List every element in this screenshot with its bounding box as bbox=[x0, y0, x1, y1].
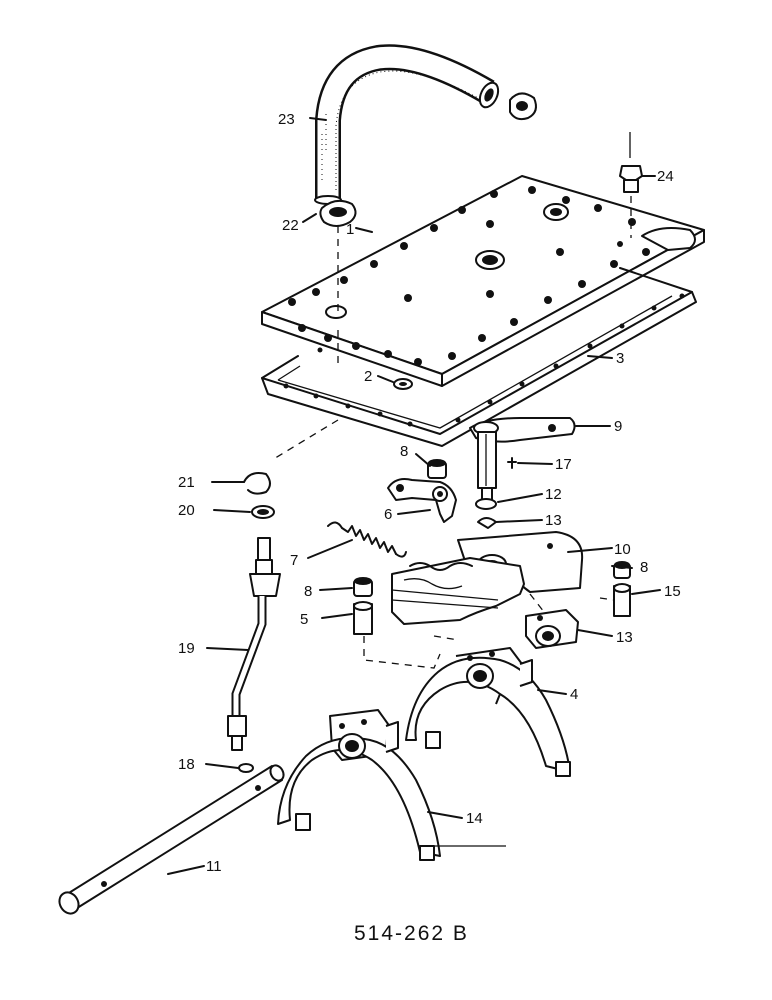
callout-8-left: 8 bbox=[304, 583, 312, 600]
washer-20 bbox=[251, 505, 275, 519]
clip-12 bbox=[477, 517, 497, 529]
sleeve-8-left bbox=[353, 577, 373, 597]
grommet bbox=[319, 199, 357, 227]
callout-22: 22 bbox=[282, 217, 299, 234]
callout-23: 23 bbox=[278, 111, 295, 128]
callout-17: 17 bbox=[555, 456, 572, 473]
leader-lines bbox=[167, 117, 661, 875]
callout-8-right: 8 bbox=[640, 559, 648, 576]
callout-14: 15 bbox=[664, 583, 681, 600]
breather-fitting bbox=[619, 132, 643, 238]
callout-18: 18 bbox=[178, 756, 195, 773]
shift-fork-13 bbox=[277, 709, 441, 861]
sleeve-14 bbox=[613, 583, 631, 617]
sleeve-8-right bbox=[613, 561, 631, 579]
callout-10: 10 bbox=[614, 541, 631, 558]
callout-15: 11 bbox=[206, 858, 222, 875]
callout-1: 1 bbox=[346, 221, 354, 238]
callout-13-block: 13 bbox=[616, 629, 633, 646]
callout-13-fork: 14 bbox=[466, 810, 483, 827]
callout-4: 4 bbox=[570, 686, 578, 703]
snap-ring bbox=[243, 472, 271, 495]
top-cover-plate bbox=[261, 175, 705, 387]
callout-21: 21 bbox=[178, 474, 195, 491]
callout-12: 13 bbox=[545, 512, 562, 529]
o-ring-18 bbox=[238, 763, 254, 773]
callout-9: 9 bbox=[614, 418, 622, 435]
callout-19: 19 bbox=[178, 640, 195, 657]
oil-line bbox=[227, 537, 281, 751]
callout-8-top: 8 bbox=[400, 443, 408, 460]
shift-lever bbox=[469, 417, 576, 501]
hose-clamp bbox=[509, 92, 537, 121]
callout-20: 20 bbox=[178, 502, 195, 519]
washer-2 bbox=[393, 378, 413, 390]
callout-labels: 23 22 1 24 2 3 9 17 8 12 6 13 7 10 8 8 5… bbox=[178, 111, 681, 875]
callout-3: 3 bbox=[616, 350, 624, 367]
sleeve-8-top bbox=[427, 459, 447, 479]
detent-cam-plate bbox=[391, 557, 525, 625]
callout-6: 6 bbox=[384, 506, 392, 523]
selector-rod bbox=[58, 764, 285, 915]
callout-2: 2 bbox=[364, 368, 372, 385]
centre-lines bbox=[271, 226, 615, 669]
callout-5: 5 bbox=[300, 611, 308, 628]
o-ring-11 bbox=[475, 498, 497, 510]
shift-fork-4 bbox=[405, 647, 571, 777]
diagram-caption: 514-262 B bbox=[354, 922, 469, 945]
callout-7: 7 bbox=[290, 552, 298, 569]
callout-24: 24 bbox=[657, 168, 674, 185]
breather-hose bbox=[314, 44, 500, 205]
gasket bbox=[261, 267, 697, 447]
spring bbox=[327, 521, 407, 558]
callout-11: 12 bbox=[545, 486, 562, 503]
sleeve-5 bbox=[353, 601, 373, 635]
selector-block bbox=[525, 609, 579, 649]
pawl bbox=[387, 478, 457, 523]
